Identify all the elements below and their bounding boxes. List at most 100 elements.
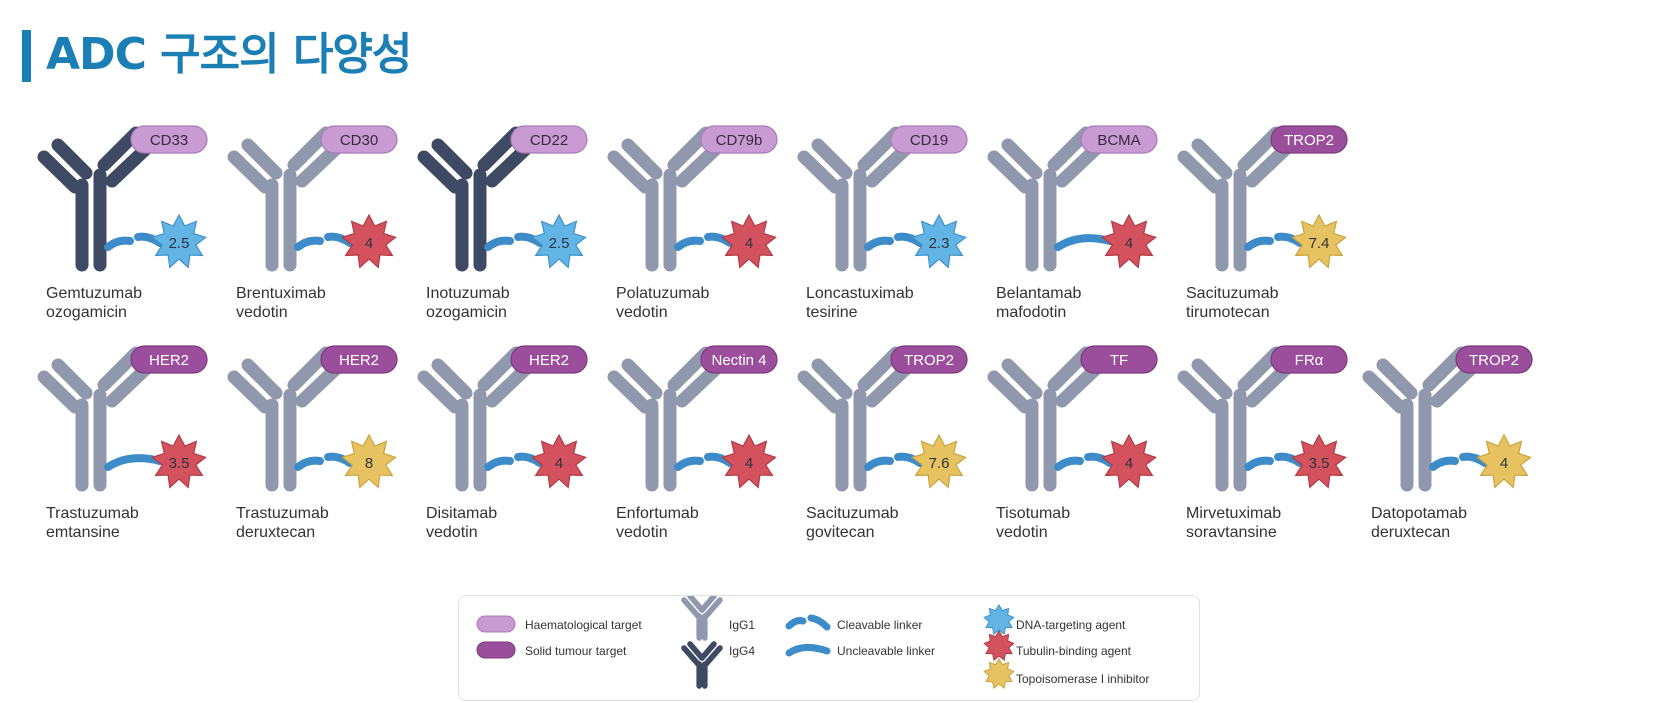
page-title: ADC 구조의 다양성 <box>46 29 412 80</box>
target-label: HER2 <box>339 352 379 369</box>
target-badge: CD22 <box>510 125 588 154</box>
tubulin-agent-legend-icon <box>983 630 1015 662</box>
adc-name-line1: Tisotumab <box>996 505 1071 522</box>
adc-name-line1: Loncastuximab <box>806 285 914 302</box>
target-label: TROP2 <box>904 352 954 369</box>
adc-name-line1: Brentuximab <box>236 285 326 302</box>
dar-value: 7.4 <box>1309 235 1330 252</box>
cleavable-linker-icon <box>864 452 924 471</box>
target-badge: HER2 <box>130 345 208 374</box>
uncleavable-linker-icon <box>1054 234 1114 251</box>
adc-name-line1: Inotuzumab <box>426 285 510 302</box>
dar-value: 2.5 <box>169 235 190 252</box>
dar-value: 4 <box>1125 235 1133 252</box>
cleavable-linker-icon <box>294 452 354 471</box>
adc-name-line2: ozogamicin <box>426 304 507 321</box>
adc-name-line2: mafodotin <box>996 304 1067 321</box>
tubulin-payload-icon: 4 <box>721 213 777 269</box>
topo-payload-icon: 7.6 <box>911 433 967 489</box>
adc-name: Loncastuximab tesirine <box>806 284 976 322</box>
adc-name-line1: Disitamab <box>426 505 498 522</box>
dar-value: 4 <box>555 455 563 472</box>
adc-structure: HER2 4 <box>417 345 588 492</box>
legend-solid-label: Solid tumour target <box>525 644 627 658</box>
target-label: HER2 <box>149 352 189 369</box>
topo-payload-icon: 8 <box>341 433 397 489</box>
target-label: CD30 <box>340 132 378 149</box>
antibody-igg1-icon <box>607 346 727 492</box>
adc-name-line2: emtansine <box>46 524 120 541</box>
tubulin-payload-icon: 3.5 <box>151 433 207 489</box>
target-label: TROP2 <box>1469 352 1519 369</box>
target-badge: TROP2 <box>890 345 968 374</box>
target-label: Nectin 4 <box>711 352 766 369</box>
target-badge: BCMA <box>1080 125 1158 154</box>
adc-name: Disitamab vedotin <box>426 504 596 542</box>
legend-igg4-label: IgG4 <box>729 644 756 658</box>
adc-name-line2: vedotin <box>426 524 478 541</box>
dar-value: 3.5 <box>169 455 190 472</box>
target-badge: HER2 <box>510 345 588 374</box>
target-badge: CD33 <box>130 125 208 154</box>
cleavable-linker-icon <box>1244 232 1304 251</box>
tubulin-payload-icon: 4 <box>341 213 397 269</box>
adc-name-line2: deruxtecan <box>236 524 316 541</box>
antibody-igg1-icon <box>987 126 1107 272</box>
dar-value: 8 <box>365 455 373 472</box>
antibody-igg1-icon <box>1177 346 1297 492</box>
dar-value: 4 <box>1125 455 1133 472</box>
adc-name-line2: vedotin <box>616 524 668 541</box>
dna-payload-icon: 2.3 <box>911 213 967 269</box>
adc-name-line2: govitecan <box>806 524 875 541</box>
adc-name-line2: vedotin <box>996 524 1048 541</box>
target-label: HER2 <box>529 352 569 369</box>
topo-payload-icon: 4 <box>1476 433 1532 489</box>
target-badge: FRα <box>1270 345 1348 374</box>
adc-structure: TROP2 7.6 <box>797 345 968 492</box>
tubulin-payload-icon: 3.5 <box>1291 433 1347 489</box>
adc-name: Tisotumab vedotin <box>996 504 1166 542</box>
dar-value: 4 <box>365 235 373 252</box>
target-badge: CD30 <box>320 125 398 154</box>
target-badge: TF <box>1080 345 1158 374</box>
antibody-igg1-icon <box>797 126 917 272</box>
legend-symbols <box>476 596 1015 690</box>
target-label: CD22 <box>530 132 568 149</box>
adc-name-line2: tesirine <box>806 304 858 321</box>
antibody-igg4-icon <box>417 126 537 272</box>
cleavable-linker-icon <box>1244 452 1304 471</box>
cleavable-linker-icon <box>674 232 734 251</box>
target-badge: HER2 <box>320 345 398 374</box>
dar-value: 7.6 <box>929 455 950 472</box>
cleavable-linker-icon <box>674 452 734 471</box>
dar-value: 4 <box>745 455 753 472</box>
antibody-igg1-icon <box>987 346 1107 492</box>
antibody-igg4-icon <box>37 126 157 272</box>
legend-dna-label: DNA-targeting agent <box>1016 618 1126 632</box>
dar-value: 4 <box>1500 455 1508 472</box>
adc-structure: CD33 2.5 <box>37 125 208 272</box>
antibody-igg1-icon <box>607 126 727 272</box>
adc-name-line2: ozogamicin <box>46 304 127 321</box>
cleavable-linker-icon <box>104 232 164 251</box>
target-badge: Nectin 4 <box>700 345 778 374</box>
